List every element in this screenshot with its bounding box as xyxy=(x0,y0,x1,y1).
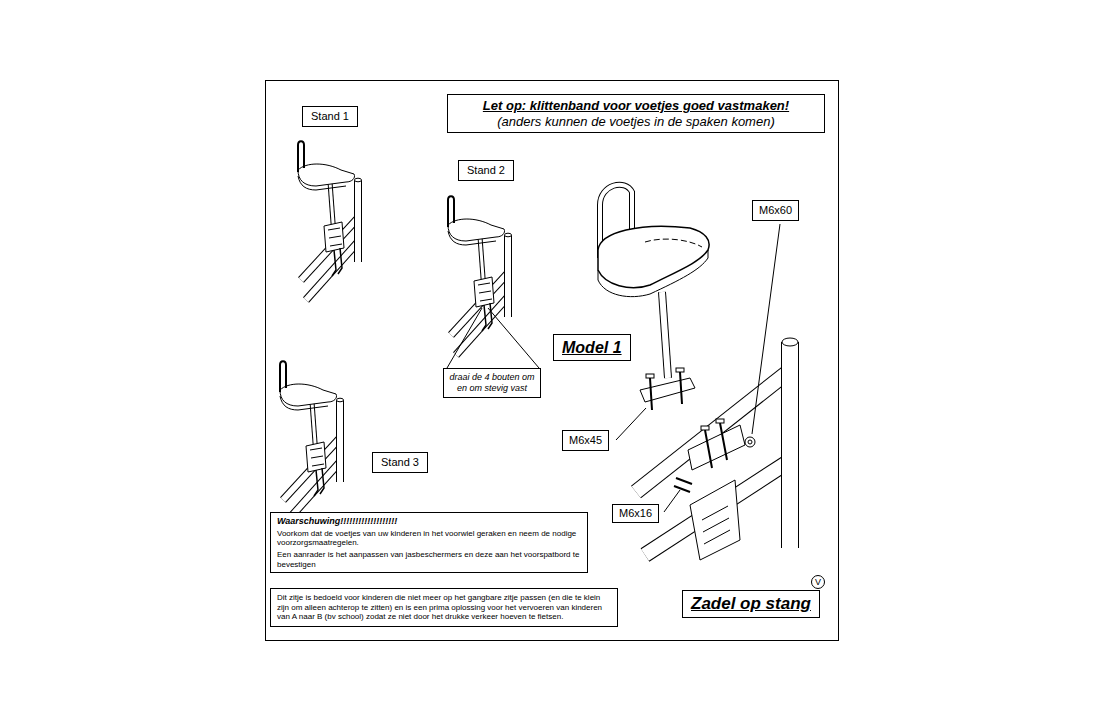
leader-line xyxy=(616,408,646,440)
stand-label: Stand 1 xyxy=(311,110,349,123)
info-box: Dit zitje is bedoeld voor kinderen die n… xyxy=(270,588,618,627)
tube-end xyxy=(782,338,798,346)
leader-line xyxy=(752,224,780,434)
stand-label-box: Stand 2 xyxy=(458,160,514,181)
model-name: Model 1 xyxy=(562,338,622,357)
stand-1-figure xyxy=(298,141,362,300)
instruction-text: draai de 4 bouten om en om stevig vast xyxy=(448,372,536,394)
note-heading: Let op: klittenband voor voetjes goed va… xyxy=(456,98,816,114)
callout-line xyxy=(447,308,539,368)
bolt-head xyxy=(701,426,709,430)
warning-text: Voorkom dat de voetjes van uw kinderen i… xyxy=(277,529,581,548)
clamp xyxy=(640,378,695,402)
clamp-plate xyxy=(688,425,745,470)
leader-line xyxy=(664,490,680,512)
bolt-size-box: M6x60 xyxy=(752,200,799,221)
version-mark: V xyxy=(812,576,824,588)
bolt xyxy=(674,478,692,492)
bolt-size: M6x45 xyxy=(569,434,602,447)
stand-label-box: Stand 3 xyxy=(372,452,428,473)
info-text: Dit zitje is bedoeld voor kinderen die n… xyxy=(277,593,611,622)
bolt-head xyxy=(676,368,684,372)
version-circle xyxy=(812,576,825,589)
note-text: (anders kunnen de voetjes in de spaken k… xyxy=(456,114,816,130)
stand-label: Stand 3 xyxy=(381,456,419,469)
head-tube xyxy=(781,342,799,548)
page-title: Zadel op stang xyxy=(691,594,811,614)
bolt-size: M6x60 xyxy=(759,204,792,217)
bolt-size: M6x16 xyxy=(619,507,652,520)
title-box: Zadel op stang xyxy=(682,590,820,618)
stand-label: Stand 2 xyxy=(467,164,505,177)
bracket-slot xyxy=(702,506,730,544)
bolt xyxy=(650,372,682,410)
stand-2-figure xyxy=(448,196,512,355)
seat-cushion xyxy=(598,226,709,287)
seat-post xyxy=(662,292,668,378)
nut xyxy=(745,437,755,447)
bracket xyxy=(690,480,740,560)
instruction-box: draai de 4 bouten om en om stevig vast xyxy=(443,368,541,398)
warning-heading: Waarschuwing!!!!!!!!!!!!!!!!!!! xyxy=(277,516,581,527)
stand-3-figure xyxy=(280,361,344,520)
bolt-head xyxy=(646,374,654,378)
warning-text: Een aanrader is het aanpassen van jasbes… xyxy=(277,550,581,569)
note-box: Let op: klittenband voor voetjes goed va… xyxy=(447,94,825,133)
bolt-size-box: M6x45 xyxy=(562,430,609,451)
seat-seam xyxy=(645,239,702,247)
nut xyxy=(748,440,752,444)
bolt-size-box: M6x16 xyxy=(612,504,659,523)
bolt-head xyxy=(716,419,724,423)
page-frame xyxy=(266,81,839,641)
head-tube xyxy=(782,342,798,548)
stand-label-box: Stand 1 xyxy=(302,106,358,127)
warning-box: Waarschuwing!!!!!!!!!!!!!!!!!!! Voorkom d… xyxy=(270,512,588,573)
model-box: Model 1 xyxy=(553,334,631,361)
seat-post xyxy=(662,292,668,378)
